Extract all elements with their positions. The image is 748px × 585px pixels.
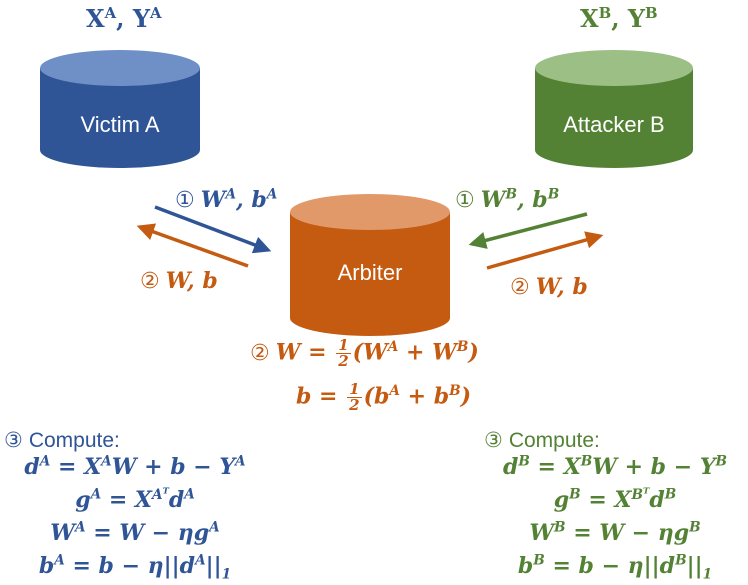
compute-b-g-equation: gB = XBTdB: [553, 485, 677, 513]
arrow-b-to-arbiter: [468, 212, 588, 249]
arrow-a-to-arbiter: [154, 205, 272, 254]
attacker-b-label: Attacker B: [563, 112, 665, 137]
compute-a-d-equation: dA = XAW + b − YA: [24, 453, 246, 480]
compute-b-d-equation: dB = XBW + b − YB: [502, 453, 728, 480]
compute-a-g-equation: gA = XATdA: [75, 485, 195, 513]
compute-a-w-equation: WA = W − ηgA: [50, 519, 220, 546]
compute-b-w-equation: WB = W − ηgB: [529, 519, 701, 546]
victim-a-label: Victim A: [80, 112, 160, 137]
attacker-data-label: XB, YB: [580, 4, 658, 33]
compute-a-b-equation: bA = b − η||dA||1: [38, 552, 232, 583]
arrow-arbiter-to-b: [486, 231, 604, 270]
victim-a-cylinder: [40, 50, 200, 168]
victim-data-label: XA, YA: [86, 4, 162, 33]
arbiter-label: Arbiter: [337, 260, 403, 285]
arrow-arbiter-to-a: [136, 223, 249, 268]
compute-b-b-equation: bB = b − η||dB||1: [517, 552, 713, 583]
arbiter-cylinder: [290, 194, 450, 336]
attacker-b-cylinder: [535, 50, 693, 168]
